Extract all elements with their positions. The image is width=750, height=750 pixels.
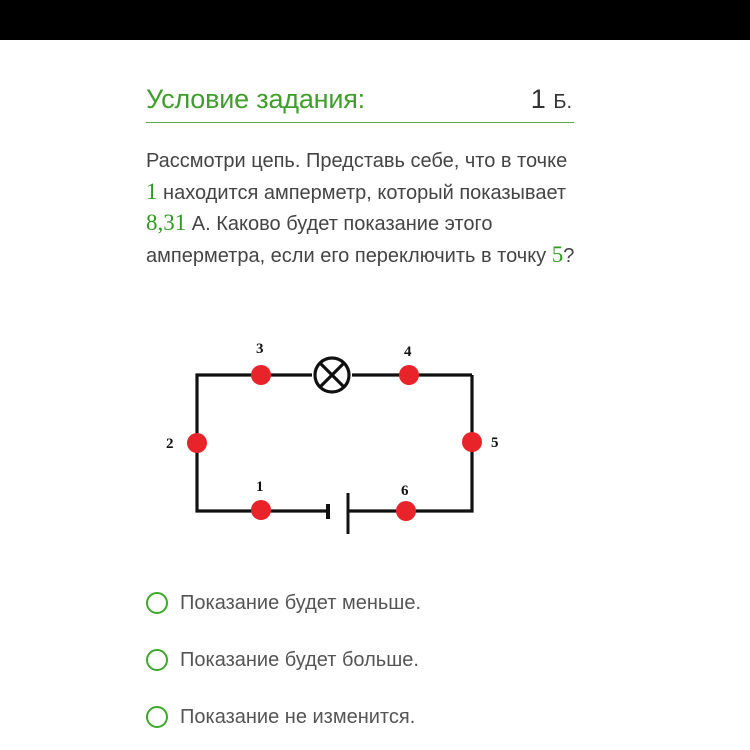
- radio-button-1[interactable]: [146, 592, 168, 614]
- point-number-1: 1: [146, 178, 158, 204]
- task-score: 1 Б.: [531, 82, 572, 119]
- task-title: Условие задания:: [146, 84, 365, 114]
- point-2-label: 2: [166, 436, 174, 452]
- answer-label-1: Показание будет меньше.: [180, 592, 422, 614]
- score-value: 1: [530, 84, 546, 114]
- task-header: Условие задания: 1 Б.: [146, 82, 574, 123]
- answer-label-2: Показание будет больше.: [180, 649, 419, 671]
- battery-icon: [326, 493, 350, 534]
- answer-option-1[interactable]: Показание будет меньше.: [146, 590, 466, 618]
- radio-button-3[interactable]: [146, 706, 168, 728]
- point-2-dot: [187, 433, 207, 453]
- current-value: 8,31: [146, 210, 187, 235]
- point-6-label: 6: [401, 483, 409, 499]
- point-4-dot: [399, 365, 419, 385]
- point-5-label: 5: [491, 435, 499, 451]
- point-1-dot: [251, 500, 271, 520]
- point-6-dot: [396, 501, 416, 521]
- score-unit: Б.: [553, 91, 572, 113]
- radio-button-2[interactable]: [146, 649, 168, 671]
- circuit-diagram: 1 2 3 4 5 6: [166, 341, 499, 534]
- point-4-label: 4: [404, 344, 412, 360]
- question-part-1: Рассмотри цепь. Представь себе, что в то…: [146, 150, 568, 172]
- point-3-label: 3: [256, 341, 264, 357]
- lamp-icon: [313, 356, 351, 394]
- answer-option-2[interactable]: Показание будет больше.: [146, 647, 466, 675]
- point-5-dot: [462, 432, 482, 452]
- point-number-5: 5: [551, 241, 564, 267]
- point-3-dot: [251, 365, 271, 385]
- question-part-2: находится амперметр, который показывает: [157, 181, 567, 204]
- question-part-4: ?: [563, 244, 575, 267]
- top-bar: [0, 0, 750, 40]
- question-text: Рассмотри цепь. Представь себе, что в то…: [146, 146, 576, 271]
- wire-right: [349, 375, 474, 513]
- point-1-label: 1: [256, 479, 264, 495]
- question-part-3: А. Каково будет показание этого ампермет…: [146, 213, 552, 267]
- answer-label-3: Показание не изменится.: [180, 706, 416, 728]
- answer-option-3[interactable]: Показание не изменится.: [146, 704, 466, 732]
